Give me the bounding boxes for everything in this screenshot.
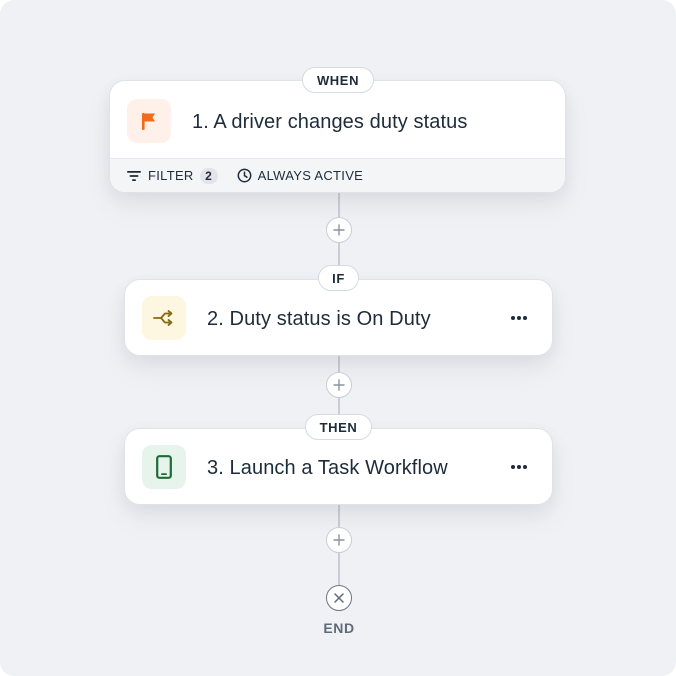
plus-icon: [333, 379, 345, 391]
add-step-button[interactable]: [326, 217, 352, 243]
add-step-button[interactable]: [326, 527, 352, 553]
close-icon: [334, 593, 344, 603]
action-title: 3. Launch a Task Workflow: [207, 457, 448, 479]
trigger-title: 1. A driver changes duty status: [192, 111, 468, 133]
action-more-button[interactable]: [505, 456, 533, 478]
trigger-icon-tile: [127, 99, 171, 143]
when-pill: WHEN: [302, 67, 374, 93]
condition-icon-tile: [142, 296, 186, 340]
end-label: END: [323, 620, 355, 636]
branch-arrows-icon: [153, 310, 173, 326]
flag-icon: [142, 113, 155, 130]
end-marker: [326, 585, 352, 611]
trigger-footer: FILTER 2 ALWAYS ACTIVE: [110, 158, 565, 192]
plus-icon: [333, 534, 345, 546]
filter-count-badge: 2: [199, 167, 218, 184]
condition-title: 2. Duty status is On Duty: [207, 308, 431, 330]
always-active-button[interactable]: ALWAYS ACTIVE: [237, 168, 364, 183]
filter-label: FILTER: [148, 168, 194, 183]
condition-card[interactable]: 2. Duty status is On Duty: [124, 279, 553, 356]
trigger-card[interactable]: 1. A driver changes duty status FILTER 2…: [109, 80, 566, 193]
filter-button[interactable]: FILTER 2: [127, 167, 218, 184]
filter-icon: [127, 170, 141, 181]
clock-icon: [237, 168, 252, 183]
action-icon-tile: [142, 445, 186, 489]
condition-more-button[interactable]: [505, 307, 533, 329]
always-active-label: ALWAYS ACTIVE: [257, 168, 364, 183]
plus-icon: [333, 224, 345, 236]
if-pill: IF: [318, 265, 359, 291]
then-pill: THEN: [305, 414, 372, 440]
mobile-phone-icon: [156, 455, 172, 479]
add-step-button[interactable]: [326, 372, 352, 398]
action-card[interactable]: 3. Launch a Task Workflow: [124, 428, 553, 505]
